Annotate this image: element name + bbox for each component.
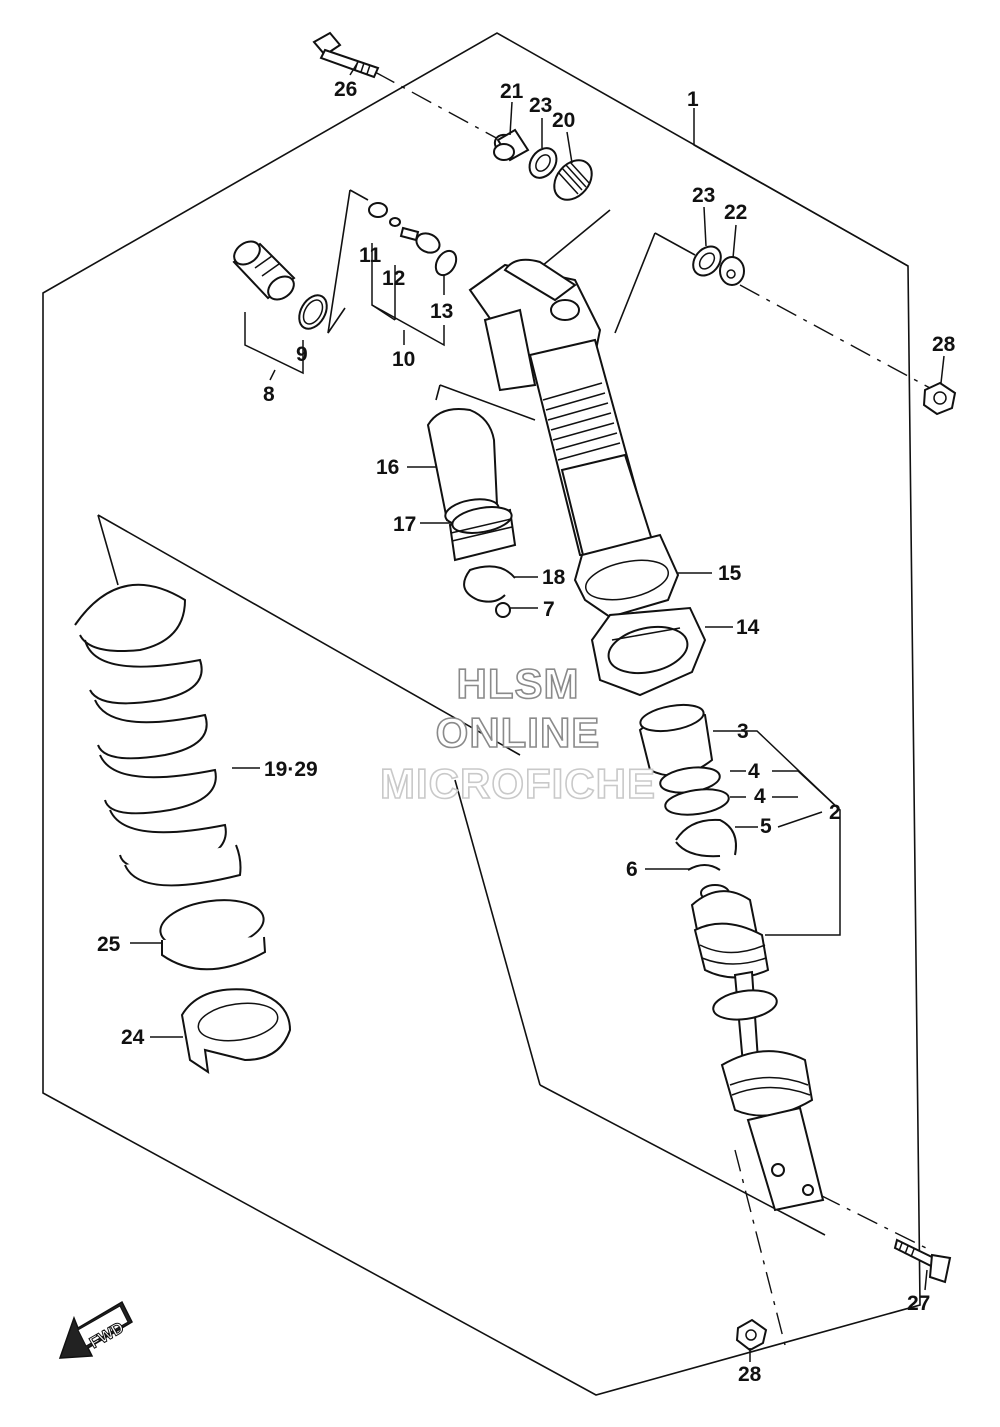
part-25-spring-seat xyxy=(159,899,267,971)
part-23-seal-right-inner xyxy=(698,252,716,270)
callout-18: 18 xyxy=(542,566,566,589)
watermark: HLSM ONLINE MICROFICHE xyxy=(379,659,656,808)
callout-10: 10 xyxy=(392,348,415,371)
part-5-ring xyxy=(675,818,737,856)
part-23-seal-upper xyxy=(528,147,558,179)
part-14-adjuster-nut xyxy=(590,606,707,697)
callout-7: 7 xyxy=(543,598,555,621)
part-9-ring-inner xyxy=(302,299,324,325)
watermark-line-1: HLSM xyxy=(457,660,580,707)
watermark-line-3: MICROFICHE xyxy=(380,760,656,807)
callout-4-lower: 4 xyxy=(754,785,766,808)
callout-28-upper: 28 xyxy=(932,333,956,356)
callout-27: 27 xyxy=(907,1292,930,1315)
reservoir-bracket xyxy=(435,384,536,421)
watermark-line-2: ONLINE xyxy=(436,709,601,756)
callout-3: 3 xyxy=(737,720,749,743)
callout-15: 15 xyxy=(718,562,742,585)
part-22-collar-hole xyxy=(726,269,736,279)
part-12-ring xyxy=(389,217,401,227)
part-23-seal-upper-inner xyxy=(535,154,551,172)
part-20-needle-bearing xyxy=(553,159,593,201)
callout-25: 25 xyxy=(97,933,121,956)
callout-24: 24 xyxy=(121,1026,145,1049)
callout-13: 13 xyxy=(430,300,453,323)
callout-12: 12 xyxy=(382,267,405,290)
oring-group-bracket xyxy=(327,189,369,334)
part-6-spring-seat xyxy=(687,864,721,871)
callout-1: 1 xyxy=(687,88,699,111)
leader-lines xyxy=(130,61,945,1362)
callout-14: 14 xyxy=(736,616,760,639)
part-23-seal-right xyxy=(692,245,722,277)
part-17-reservoir-collar xyxy=(448,506,517,562)
spring-group-outline-2 xyxy=(454,779,541,1086)
part-26-bolt xyxy=(312,31,380,79)
part-28-nut-lower xyxy=(735,1318,768,1352)
part-7-ball xyxy=(495,602,511,618)
callout-21: 21 xyxy=(500,80,524,103)
fwd-arrow: FWD xyxy=(58,1300,133,1359)
callout-9: 9 xyxy=(296,343,308,366)
callout-17: 17 xyxy=(393,513,416,536)
part-8-reservoir-cap xyxy=(232,240,296,301)
callout-2: 2 xyxy=(829,801,841,824)
assembly-outline xyxy=(42,32,921,1396)
right-mount-centerline xyxy=(739,284,931,389)
part-24-split-seat xyxy=(180,988,292,1075)
part-19-29-coil-spring xyxy=(74,583,242,887)
part-9-ring xyxy=(298,294,328,330)
callout-labels: 1 2 3 4 4 5 6 7 8 9 10 11 12 13 14 15 16… xyxy=(97,78,956,1386)
callout-23-upper: 23 xyxy=(529,94,552,117)
upper-mount-centerline xyxy=(374,71,501,141)
callout-28-lower: 28 xyxy=(738,1363,762,1386)
part-13-o-ring xyxy=(434,249,458,277)
part-1-damper-body xyxy=(468,258,654,557)
callout-22: 22 xyxy=(724,201,747,224)
callout-16: 16 xyxy=(376,456,399,479)
part-15-lock-nut xyxy=(573,533,680,619)
part-10-adjuster xyxy=(399,226,441,254)
part-4-ring-lower xyxy=(664,788,730,816)
callout-4-upper: 4 xyxy=(748,760,760,783)
part-21-bushing xyxy=(493,128,530,162)
part-18-circlip xyxy=(463,565,516,603)
callout-26: 26 xyxy=(334,78,357,101)
callout-20: 20 xyxy=(552,109,575,132)
lower-mount-centerline xyxy=(819,1194,931,1251)
part-28-nut-upper xyxy=(922,381,957,416)
part-11-o-ring xyxy=(368,202,388,218)
callout-19-29: 19·29 xyxy=(264,758,318,781)
part-3-spring-guide xyxy=(638,703,714,777)
callout-23-right: 23 xyxy=(692,184,715,207)
part-27-bolt xyxy=(893,1238,952,1284)
right-bushing-bracket xyxy=(614,232,696,334)
callout-8: 8 xyxy=(263,383,275,406)
part-2-damper-rod-assembly xyxy=(690,884,825,1212)
callout-6: 6 xyxy=(626,858,638,881)
callout-11: 11 xyxy=(359,244,382,267)
part-5-ring-b xyxy=(675,841,721,858)
callout-5: 5 xyxy=(760,815,772,838)
part-22-collar xyxy=(719,256,745,286)
lower-nut-centerline xyxy=(734,1149,786,1346)
